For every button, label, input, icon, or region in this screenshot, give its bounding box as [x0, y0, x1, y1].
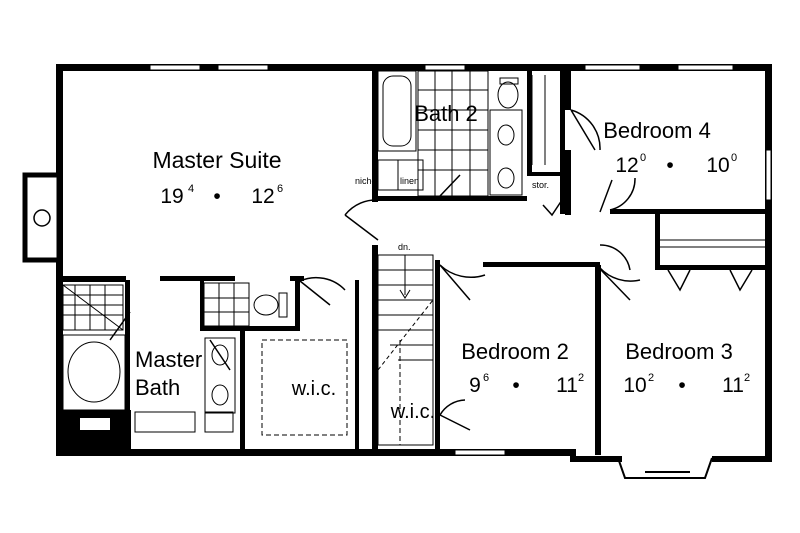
label-wic-main: w.i.c.	[291, 378, 336, 400]
label-wic-stair: w.i.c.	[390, 401, 435, 423]
room-dim-width-bedroom-3: 10	[623, 374, 646, 397]
room-dim-width-inch-bedroom-3: 2	[648, 372, 654, 384]
fireplace	[22, 172, 62, 263]
label-down: dn.	[398, 242, 411, 252]
room-dim-width-inch-bedroom-4: 0	[640, 152, 646, 164]
room-dim-sep-master-suite: •	[213, 185, 220, 208]
windows-top	[149, 64, 734, 71]
room-dim-sep-bedroom-3: •	[678, 374, 685, 397]
room-dim-width-bedroom-4: 12	[615, 154, 638, 177]
room-dim-width-bedroom-2: 9	[469, 374, 481, 397]
room-dim-width-master-suite: 19	[160, 185, 183, 208]
wic-shelving	[261, 339, 401, 445]
label-master-bath-line1: Master	[135, 347, 202, 372]
room-dim-length-master-suite: 12	[251, 185, 274, 208]
room-dim-width-inch-master-suite: 4	[188, 183, 194, 195]
window-right	[765, 149, 772, 201]
master-bath-fixtures	[62, 282, 288, 433]
room-dim-sep-bedroom-4: •	[666, 154, 673, 177]
room-dim-length-bedroom-2: 11	[556, 374, 578, 397]
room-name-master-suite: Master Suite	[152, 147, 281, 173]
room-dim-length-inch-master-suite: 6	[277, 183, 283, 195]
room-dim-sep-bedroom-2: •	[512, 374, 519, 397]
label-linen: linen	[400, 176, 419, 186]
room-name-bedroom-2: Bedroom 2	[461, 339, 569, 364]
master-bath-cabinet	[63, 412, 127, 450]
room-dim-width-inch-bedroom-2: 6	[483, 372, 489, 384]
door-swings	[109, 109, 641, 431]
label-niche: niche	[355, 176, 377, 186]
room-dim-length-bedroom-4: 10	[706, 154, 729, 177]
staircase	[377, 254, 434, 446]
room-dim-length-inch-bedroom-4: 0	[731, 152, 737, 164]
label-bath-2: Bath 2	[414, 101, 478, 126]
room-dim-length-bedroom-3: 11	[722, 374, 744, 397]
bay-window-bedroom3	[617, 457, 713, 479]
room-dim-length-inch-bedroom-3: 2	[744, 372, 750, 384]
closet-bed3	[660, 239, 765, 292]
label-stor: stor.	[532, 180, 549, 190]
room-name-bedroom-4: Bedroom 4	[603, 118, 711, 143]
window-bottom-bed2	[454, 449, 506, 456]
label-master-bath-line2: Bath	[135, 375, 180, 400]
room-name-bedroom-3: Bedroom 3	[625, 339, 733, 364]
room-dim-length-inch-bedroom-2: 2	[578, 372, 584, 384]
bath2-fixtures	[377, 70, 546, 197]
